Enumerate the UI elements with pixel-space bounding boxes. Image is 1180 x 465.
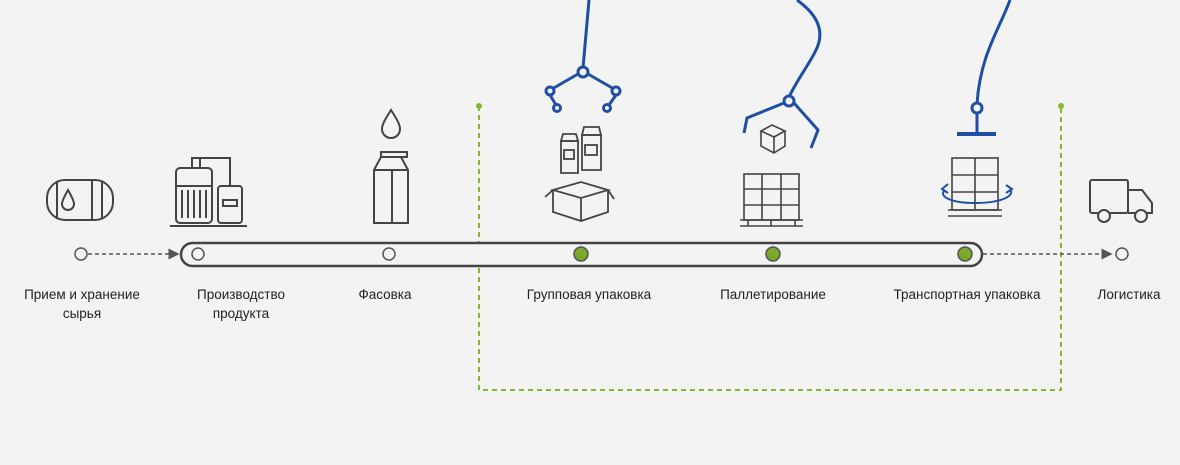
stage-label-palletizing: Паллетирование xyxy=(720,287,826,302)
milk-carton-icon xyxy=(373,108,409,224)
zone-marker-left xyxy=(476,103,482,109)
stage-label-filling: Фасовка xyxy=(358,287,412,302)
stage-node xyxy=(74,247,88,261)
robot-arm-icon xyxy=(742,0,822,149)
stage-node xyxy=(191,247,205,261)
zone-marker-right xyxy=(1058,103,1064,109)
stretch-wrap-icon xyxy=(940,157,1014,217)
stage-label-transport-packing: Транспортная упаковка xyxy=(893,287,1041,302)
robot-gripper-icon xyxy=(544,0,622,113)
stage-label-raw-materials: Прием и хранение сырья xyxy=(24,287,140,321)
stage-node xyxy=(1115,247,1129,261)
tank-icon xyxy=(46,179,114,221)
robot-wrapper-arm-icon xyxy=(957,0,1012,136)
truck-icon xyxy=(1089,179,1153,223)
stage-node-active xyxy=(765,246,781,262)
stage-label-logistics: Логистика xyxy=(1097,287,1161,302)
stage-node-active xyxy=(957,246,973,262)
stage-label-production: Производство продукта xyxy=(196,287,286,321)
automation-zone-bracket xyxy=(478,106,1062,391)
group-packing-icon xyxy=(544,126,615,222)
stage-label-group-packing: Групповая упаковка xyxy=(526,287,652,302)
palletizing-icon xyxy=(740,124,803,227)
stage-node xyxy=(382,247,396,261)
factory-equipment-icon xyxy=(170,157,247,227)
stage-node-active xyxy=(573,246,589,262)
